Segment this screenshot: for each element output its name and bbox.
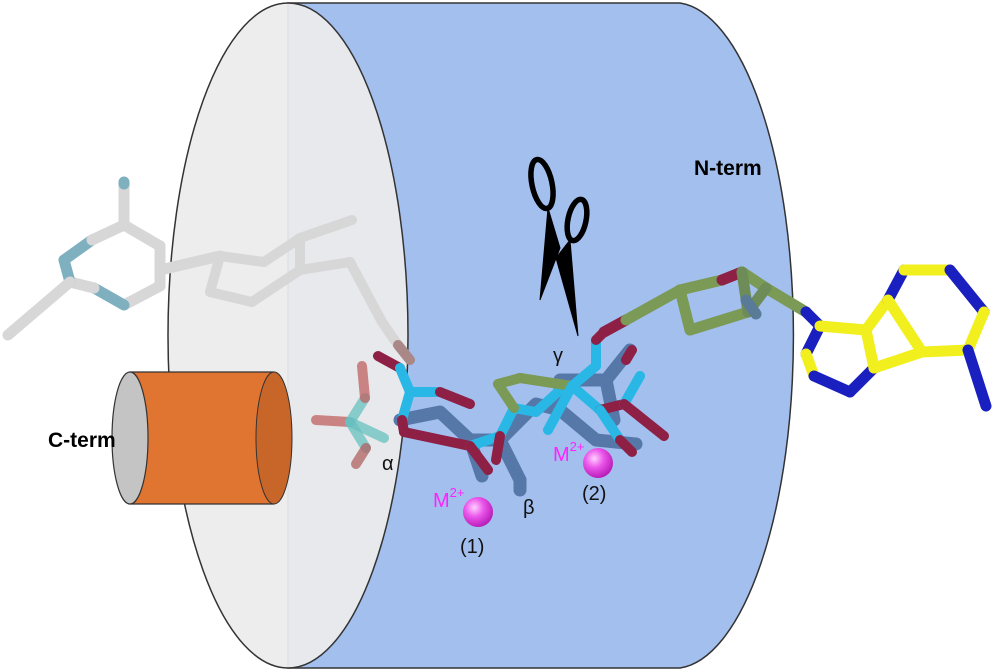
metal-2-charge: 2+ xyxy=(570,439,585,454)
ghost-substrate xyxy=(2,176,415,469)
metal-1-symbol: M xyxy=(433,490,450,512)
site-2-label: (2) xyxy=(582,483,606,505)
metal-1-label: M2+ xyxy=(433,485,465,512)
site-1-label: (1) xyxy=(460,536,484,558)
ghost-pyrimidine-ring xyxy=(2,176,226,341)
c-term-label: C-term xyxy=(48,429,116,452)
substrate-ribose xyxy=(598,266,812,338)
barrel-body xyxy=(287,2,795,669)
metal-ion-icon xyxy=(583,448,613,478)
substrate-adenine xyxy=(800,264,992,412)
n-term-label: N-term xyxy=(694,157,762,180)
scissors-icon xyxy=(528,156,590,337)
substrate-phosphate-chain xyxy=(373,327,669,475)
protein-barrel xyxy=(167,2,795,669)
metal-2-symbol: M xyxy=(553,444,570,466)
gamma-label: γ xyxy=(553,345,563,367)
c-term-domain xyxy=(111,371,293,505)
metal-ion-icon xyxy=(463,497,493,527)
metal-1-charge: 2+ xyxy=(450,485,465,500)
c-term-cylinder-body xyxy=(130,372,274,504)
metal-2-label: M2+ xyxy=(553,439,585,466)
barrel-front-face xyxy=(167,2,409,669)
alpha-label: α xyxy=(382,453,394,475)
beta-label: β xyxy=(523,497,535,519)
ghost-sugar-chain xyxy=(205,215,415,365)
ghost-phosphate xyxy=(311,361,389,469)
c-term-cylinder-cap-left xyxy=(111,371,149,505)
c-term-cylinder-cap-right xyxy=(255,371,293,505)
